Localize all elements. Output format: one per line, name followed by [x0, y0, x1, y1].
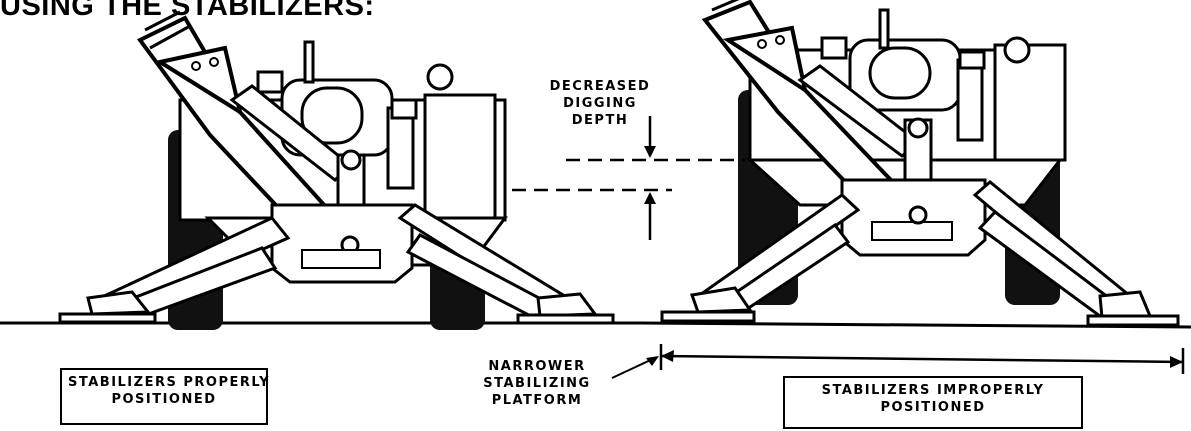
platform-width-arrow	[611, 344, 1185, 379]
narrow-line-1: NARROWER	[488, 359, 586, 374]
decreased-digging-depth-label: DECREASED DIGGING DEPTH	[525, 78, 675, 129]
stabilizers-proper-label: STABILIZERS PROPERLY POSITIONED	[60, 368, 271, 425]
improper-line-1: STABILIZERS IMPROPERLY	[821, 383, 1045, 398]
narrow-line-2: STABILIZING	[483, 376, 591, 391]
narrow-line-3: PLATFORM	[491, 393, 583, 408]
proper-line-1: STABILIZERS PROPERLY	[68, 375, 271, 390]
page-heading: USING THE STABILIZERS:	[0, 0, 375, 22]
improper-line-2: POSITIONED	[880, 400, 986, 415]
depth-line-2: DIGGING	[563, 96, 637, 111]
stabilizers-improper-label: STABILIZERS IMPROPERLY POSITIONED	[783, 376, 1083, 429]
proper-line-2: POSITIONED	[111, 392, 217, 407]
backhoe-proper	[58, 10, 615, 332]
narrower-platform-label: NARROWER STABILIZING PLATFORM	[462, 358, 612, 409]
depth-line-1: DECREASED	[549, 79, 651, 94]
backhoe-improper	[660, 0, 1180, 327]
digging-depth-indicator	[512, 116, 745, 240]
depth-line-3: DEPTH	[571, 113, 629, 128]
